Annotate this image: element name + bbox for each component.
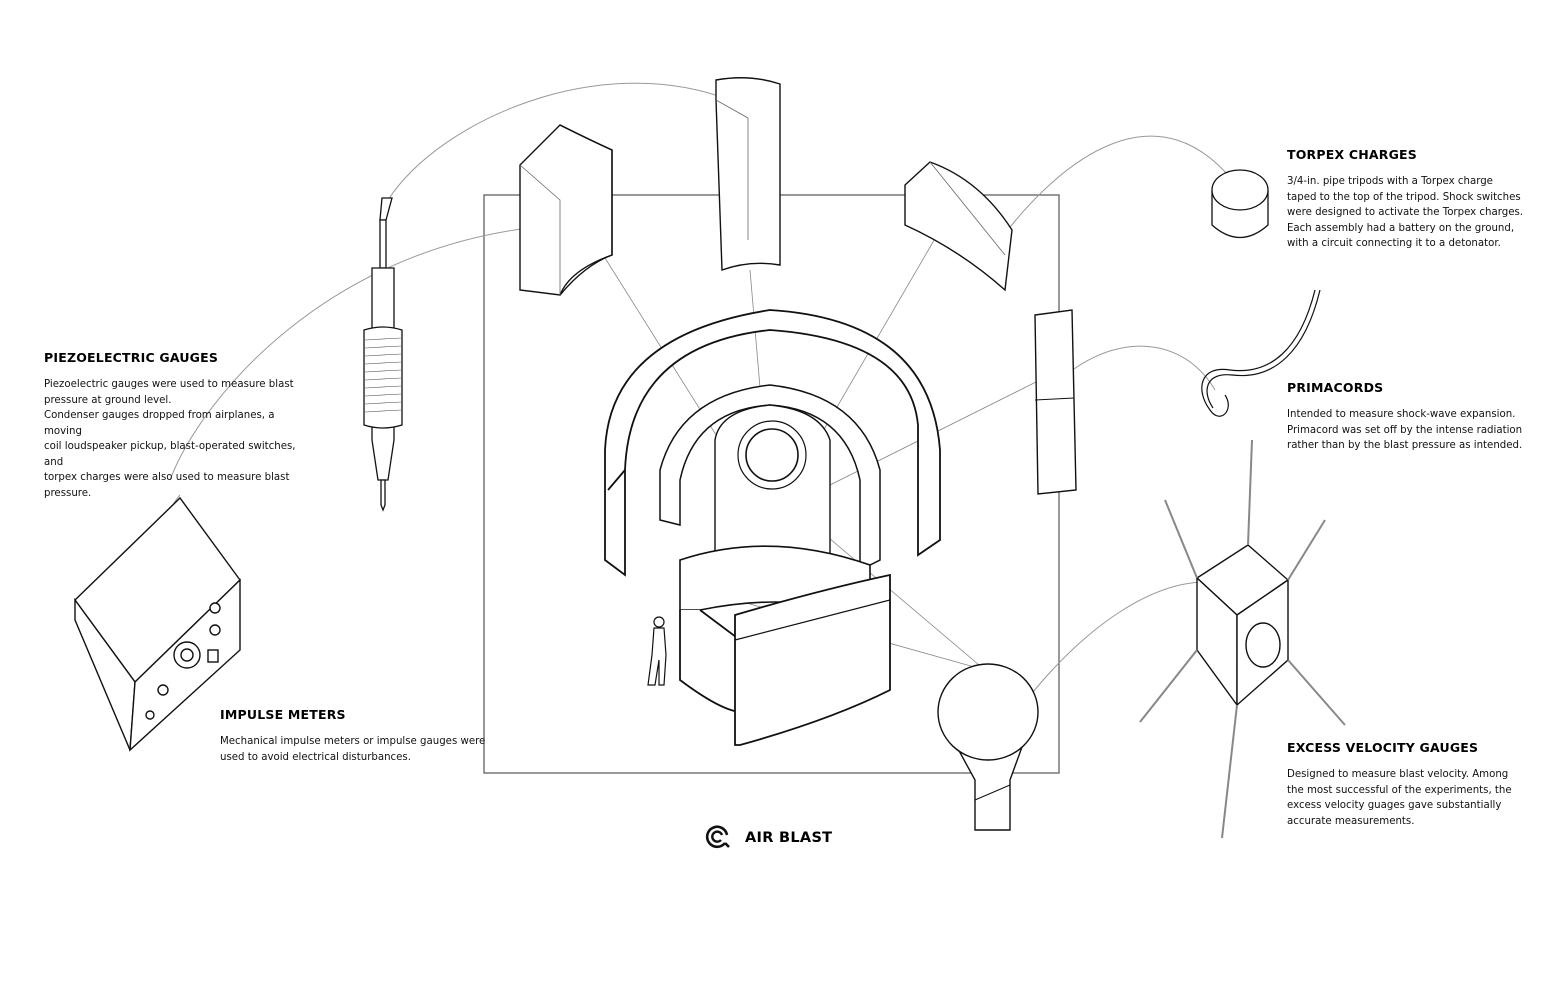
impulse-meters-text: Mechanical impulse meters or impulse gau…: [220, 736, 486, 763]
excess-velocity-gauges-title: EXCESS VELOCITY GAUGES: [1287, 740, 1479, 755]
blast-panel-n: [715, 77, 781, 271]
excess-velocity-gauge: [1195, 544, 1290, 708]
torpex-charges-text: 3/4-in. pipe tripods with a Torpex charg…: [1287, 176, 1524, 249]
impulse-meters-title: IMPULSE METERS: [220, 707, 346, 722]
velocity-gauge-legs: [1139, 439, 1346, 839]
primacords-title: PRIMACORDS: [1287, 380, 1384, 395]
central-structure: [604, 309, 941, 746]
blast-measuring-cup: [937, 663, 1039, 831]
torpex-charges-title: TORPEX CHARGES: [1287, 147, 1418, 162]
air-blast-icon: [705, 825, 730, 849]
piezoelectric-gauges-text: Piezoelectric gauges were used to measur…: [44, 379, 296, 499]
piezoelectric-gauges-title: PIEZOELECTRIC GAUGES: [44, 350, 219, 365]
person-silhouette: [647, 616, 667, 686]
primacords-label: PRIMACORDS Intended to measure shock-wav…: [1287, 380, 1527, 454]
probe-coil-windings: [364, 337, 402, 413]
primacord-loop: [1201, 289, 1321, 417]
piezoelectric-gauges-label: PIEZOELECTRIC GAUGES Piezoelectric gauge…: [44, 350, 304, 501]
air-blast-title: AIR BLAST: [745, 830, 833, 846]
primacords-text: Intended to measure shock-wave expansion…: [1287, 409, 1523, 451]
impulse-meter-box: [74, 496, 241, 752]
excess-velocity-gauges-label: EXCESS VELOCITY GAUGES Designed to measu…: [1287, 740, 1527, 829]
excess-velocity-gauges-text: Designed to measure blast velocity. Amon…: [1287, 769, 1512, 827]
torpex-charge-cylinder: [1211, 169, 1269, 238]
blast-panel-e: [1034, 309, 1077, 495]
blast-panel-nw: [519, 124, 613, 296]
torpex-charges-label: TORPEX CHARGES 3/4-in. pipe tripods with…: [1287, 147, 1527, 252]
blast-panel-ne: [904, 161, 1013, 292]
impulse-meters-label: IMPULSE METERS Mechanical impulse meters…: [220, 707, 490, 765]
